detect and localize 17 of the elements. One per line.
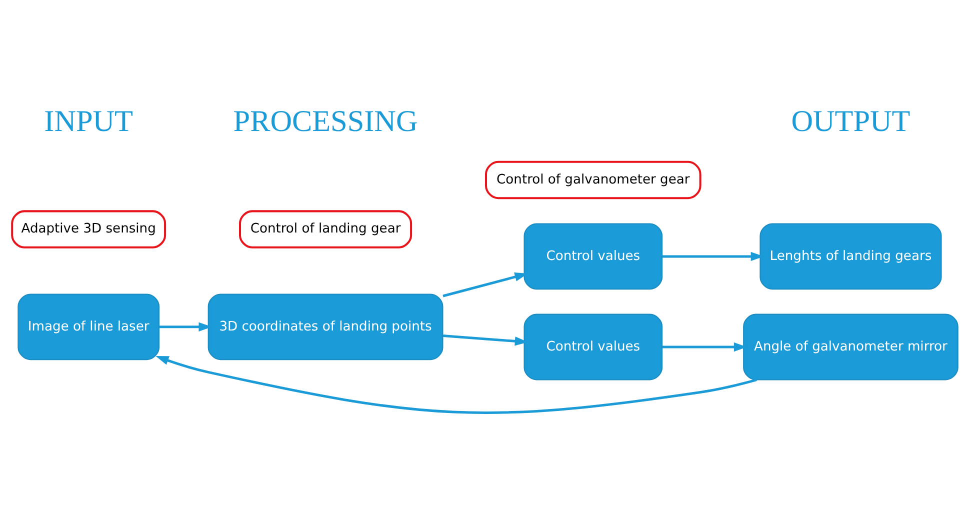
node-box: Image of line laser — [18, 294, 160, 360]
node-box: Control of landing gear — [239, 210, 412, 248]
arrow — [156, 356, 757, 414]
arrow — [159, 322, 212, 332]
node-box: Control values — [524, 223, 663, 290]
arrow — [442, 334, 528, 346]
node-box: 3D coordinates of landing points — [208, 294, 444, 360]
label: INPUT — [44, 104, 134, 138]
node-box: Adaptive 3D sensing — [11, 210, 166, 248]
node-box: Control values — [524, 314, 663, 380]
arrow — [442, 272, 528, 298]
label: OUTPUT — [791, 104, 910, 138]
arrow — [662, 252, 764, 262]
label: PROCESSING — [233, 104, 418, 138]
node-box: Lenghts of landing gears — [760, 223, 942, 290]
node-box: Control of galvanometer gear — [485, 160, 702, 200]
node-box: Angle of galvanometer mirror — [743, 314, 958, 380]
